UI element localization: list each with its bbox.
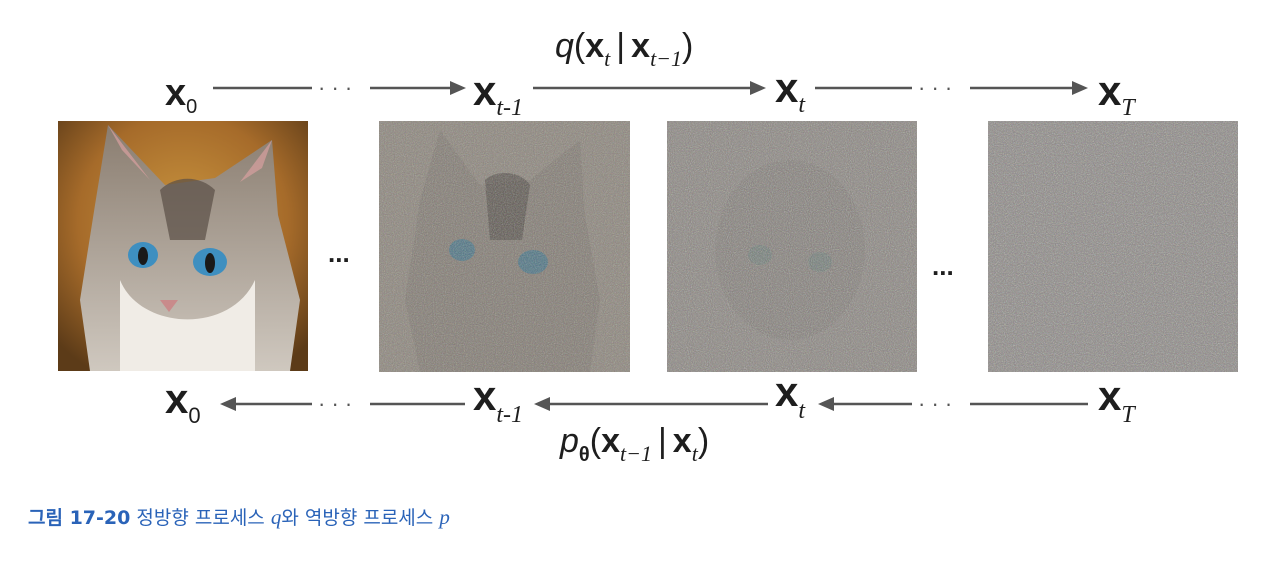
forward-process-label: q(xt|xt−1): [555, 27, 693, 71]
forward-cond-x: x: [631, 27, 650, 65]
bottom-node-x-t-minus-1: xt-1: [473, 372, 523, 428]
reverse-function-p: p: [559, 422, 579, 460]
top-ellipsis-2: · · ·: [918, 75, 952, 100]
reverse-cond-x: x: [673, 422, 692, 460]
caption-text-mid: 와 역방향 프로세스: [281, 507, 434, 529]
top-node-x0: x0: [165, 72, 197, 118]
forward-arrow-3: [533, 81, 766, 95]
reverse-bar: |: [658, 422, 667, 460]
pure-noise-image: [988, 121, 1238, 372]
reverse-arg-x: x: [601, 422, 620, 460]
forward-arrow-5: [970, 81, 1088, 95]
caption-text-before: 정방향 프로세스: [136, 507, 265, 529]
top-ellipsis-1: · · ·: [318, 75, 352, 100]
bottom-ellipsis-2: · · ·: [918, 391, 952, 416]
forward-function-q: q: [555, 27, 574, 65]
bottom-node-x-T: xT: [1098, 372, 1136, 428]
reverse-arg-sub: t−1: [620, 441, 652, 466]
reverse-arrow-4: [818, 397, 912, 411]
forward-cond-sub: t−1: [650, 46, 682, 71]
middle-ellipsis-1: ...: [328, 238, 350, 268]
forward-arg-sub: t: [604, 46, 611, 71]
forward-arrow-2: [370, 81, 466, 95]
bottom-node-x0: x0: [165, 375, 201, 428]
reverse-function-sub: θ: [579, 444, 590, 466]
reverse-cond-sub: t: [692, 441, 699, 466]
caption-label: 그림 17-20: [28, 507, 131, 529]
bottom-node-x-t: xt: [775, 368, 806, 424]
reverse-process-label: pθ(xt−1|xt): [559, 422, 709, 466]
caption-var-p: p: [439, 505, 450, 529]
very-noisy-image: [667, 121, 917, 372]
reverse-arrow-1: [220, 397, 312, 411]
caption-var-q: q: [270, 505, 282, 529]
middle-ellipsis-2: ...: [932, 251, 954, 281]
noisy-cat-image: [379, 121, 630, 372]
reverse-arrow-3: [534, 397, 768, 411]
forward-arg-x: x: [585, 27, 604, 65]
figure-caption: 그림 17-20 정방향 프로세스 q와 역방향 프로세스 p: [28, 503, 450, 530]
clean-cat-image: [58, 121, 308, 371]
top-node-x-t-minus-1: xt-1: [473, 67, 523, 121]
bottom-ellipsis-1: · · ·: [318, 391, 352, 416]
forward-bar: |: [616, 27, 625, 65]
top-node-x-T: xT: [1098, 67, 1136, 121]
top-node-x-t: xt: [775, 64, 806, 118]
